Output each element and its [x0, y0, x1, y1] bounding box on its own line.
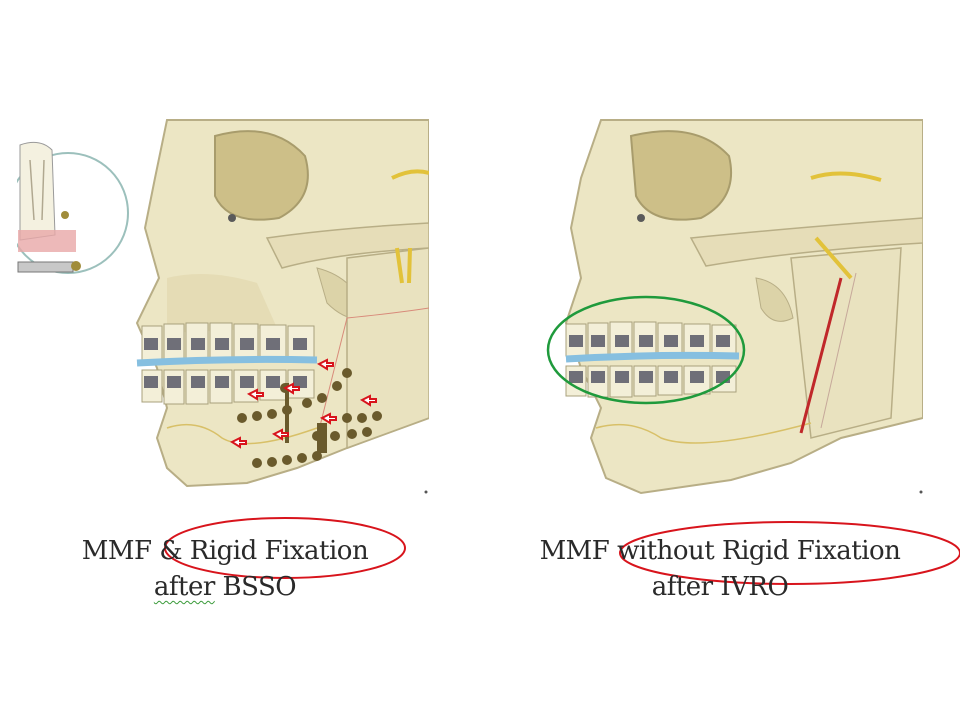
caption-ivro-line1: MMF without Rigid Fixation: [539, 536, 901, 566]
zygomatic-arch: [689, 217, 923, 267]
archwire: [136, 355, 318, 367]
upper-teeth: [141, 322, 315, 361]
caption-ivro-line2: after IVRO: [651, 572, 789, 602]
fixation-arrows: [229, 358, 377, 449]
ivro-illustration: [511, 118, 923, 496]
caption-bsso: MMF & Rigid Fixation after BSSO: [30, 533, 420, 605]
bsso-illustration: [17, 118, 429, 496]
mandible-ramus: [790, 247, 902, 439]
inferior-alveolar-nerve: [810, 171, 882, 280]
orthodontic-brackets: [144, 338, 307, 388]
posterior-ramus-line: [820, 272, 857, 429]
nerve-branch: [595, 422, 812, 444]
zygomatic-arch: [265, 222, 429, 269]
caption-ivro: MMF without Rigid Fixation after IVRO: [510, 533, 930, 605]
caption-bsso-line1: MMF & Rigid Fixation: [81, 536, 369, 566]
skull-rigid-fixation-svg: [135, 119, 429, 488]
ivro-osteotomy-line: [799, 277, 843, 434]
infraorbital-foramen: [228, 214, 236, 222]
fixation-plates: [237, 368, 382, 468]
caption-bsso-procedure: BSSO: [222, 572, 297, 602]
sigmoid-notch: [755, 277, 794, 322]
inferior-alveolar-nerve: [391, 169, 429, 284]
infraorbital-foramen: [637, 214, 645, 222]
maxilla-shade: [167, 274, 277, 333]
orbit-socket: [629, 130, 733, 221]
nerve-branch: [166, 423, 318, 445]
caption-bsso-line2: after BSSO: [30, 569, 420, 605]
caption-bsso-after: after: [153, 572, 215, 602]
skull-no-fixation-svg: [564, 119, 923, 495]
archwire: [565, 351, 740, 363]
